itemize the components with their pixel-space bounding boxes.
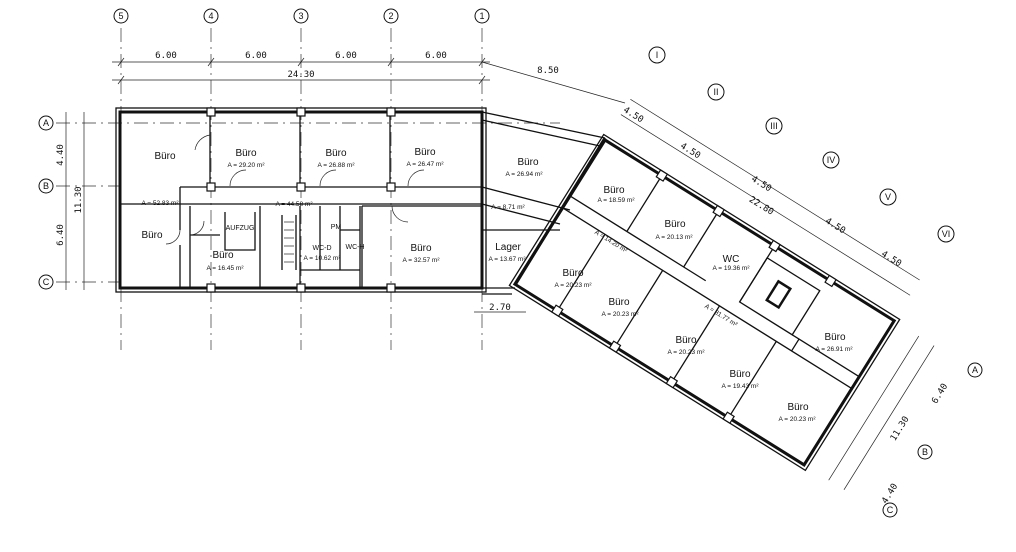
svg-text:4: 4 [208,11,213,21]
svg-text:11.30: 11.30 [889,415,912,443]
room-name: Büro [517,157,539,168]
svg-text:5: 5 [118,11,123,21]
dimensions-wing: 4.50 4.50 4.50 4.50 4.50 22.80 6.40 11.3… [621,105,950,505]
room-area: A = 20.23 m² [601,311,639,318]
room-name: WC [723,254,740,265]
grid-bubbles-right: A B C [882,362,983,518]
room-area: A = 26.91 m² [815,346,853,353]
svg-text:I: I [656,50,659,60]
svg-text:III: III [770,121,778,131]
svg-text:8.50: 8.50 [537,66,559,76]
room-name: Büro [787,402,809,413]
room-name: Büro [603,185,625,196]
room-labels: Büro Büro A = 29.20 m² Büro A = 26.88 m² B… [141,147,853,423]
room-name: Lager [495,242,521,253]
room-name: Büro [562,268,584,279]
svg-text:3: 3 [298,11,303,21]
svg-text:B: B [922,447,928,457]
svg-text:11.30: 11.30 [74,186,84,213]
svg-text:A: A [972,365,978,375]
dimensions-top: 6.00 6.00 6.00 6.00 24.30 8.50 [112,51,626,104]
room-area: A = 10.62 m² [303,255,341,262]
room-area: A = 32.57 m² [402,257,440,264]
room-name: Büro [235,148,257,159]
room-area: A = 20.23 m² [554,282,592,289]
svg-text:24.30: 24.30 [287,70,314,80]
room-name: WC-H [345,244,364,251]
svg-text:C: C [43,277,50,287]
svg-text:6.40: 6.40 [930,382,950,406]
svg-text:6.00: 6.00 [335,51,357,61]
room-name: AUFZUG [226,225,255,232]
room-area: A = 18.59 m² [597,197,635,204]
room-name: Büro [141,230,163,241]
room-name: Büro [824,332,846,343]
svg-text:1: 1 [479,11,484,21]
room-name: Büro [154,151,176,162]
svg-text:6.00: 6.00 [155,51,177,61]
room-name: Büro [410,243,432,254]
svg-text:A: A [43,118,49,128]
room-area: A = 14.20 m² [593,229,629,255]
room-name: Büro [608,297,630,308]
svg-text:4.50: 4.50 [823,216,847,236]
rotated-wing [508,98,935,490]
room-area: A = 13.67 m² [488,256,526,263]
room-name: WC-D [312,245,331,252]
room-area: A = 29.20 m² [227,162,265,169]
svg-text:6.00: 6.00 [245,51,267,61]
svg-text:B: B [43,181,49,191]
room-name: Büro [212,250,234,261]
svg-text:6.40: 6.40 [56,224,66,246]
room-area: A = 20.23 m² [778,416,816,423]
svg-text:VI: VI [942,229,951,239]
svg-text:4.50: 4.50 [879,249,903,269]
room-area: A = 19.36 m² [712,265,750,272]
room-area: A = 26.47 m² [406,161,444,168]
grid-bubbles-top: 5 4 3 2 1 [113,8,490,24]
room-area: A = 16.45 m² [206,265,244,272]
svg-text:4.50: 4.50 [749,174,773,194]
svg-text:2: 2 [388,11,393,21]
grid-bubbles-roman: I II III IV V VI [648,46,955,243]
room-name: Büro [675,335,697,346]
room-name: Büro [664,219,686,230]
dimensions-left: 4.40 11.30 6.40 [56,112,85,290]
svg-text:4.40: 4.40 [880,482,900,506]
svg-text:II: II [713,87,718,97]
room-area: A = 26.94 m² [505,171,543,178]
svg-text:C: C [887,505,894,515]
svg-text:4.50: 4.50 [678,141,702,161]
room-area: A = 8.71 m² [491,204,525,211]
grid-bubbles-left: A B C [38,115,54,290]
room-area: A = 52.83 m² [141,200,179,207]
room-area: A = 26.88 m² [317,162,355,169]
room-area: A = 44.58 m² [275,201,313,208]
room-area: A = 19.43 m² [721,383,759,390]
svg-text:2.70: 2.70 [489,303,511,313]
svg-text:4.40: 4.40 [56,144,66,166]
room-name: PM [331,224,342,231]
svg-text:22.80: 22.80 [747,195,775,218]
room-name: Büro [414,147,436,158]
svg-text:IV: IV [827,155,836,165]
room-name: Büro [325,148,347,159]
room-name: Büro [729,369,751,380]
room-area: A = 20.13 m² [655,234,693,241]
main-building [115,107,487,293]
svg-text:V: V [885,192,891,202]
room-area: A = 20.23 m² [667,349,705,356]
svg-text:6.00: 6.00 [425,51,447,61]
